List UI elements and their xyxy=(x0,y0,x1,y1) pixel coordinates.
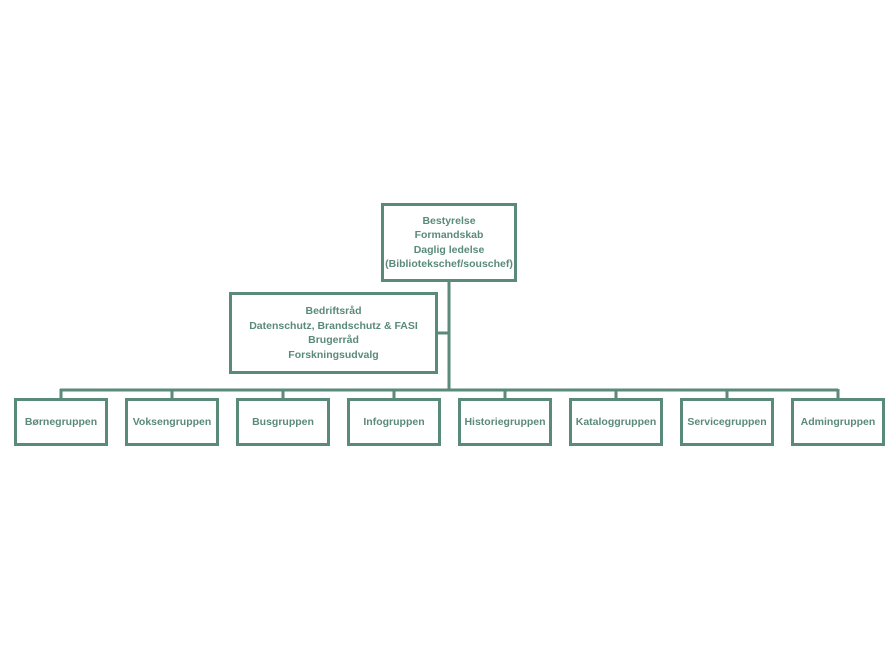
staff-box: Bedriftsråd Datenschutz, Brandschutz & F… xyxy=(229,292,438,374)
staff-line-user-council: Brugerråd xyxy=(308,334,359,346)
group-drop-lines xyxy=(59,389,840,399)
top-line-chair: Formandskab xyxy=(414,229,484,241)
group-box: Servicegruppen xyxy=(680,398,774,446)
top-line-management: Daglig ledelse xyxy=(413,243,485,256)
group-label: Busgruppen xyxy=(252,415,314,428)
group-label: Kataloggruppen xyxy=(575,415,657,428)
group-box: Kataloggruppen xyxy=(569,398,663,446)
group-label: Børnegruppen xyxy=(24,415,98,428)
top-line-chief: (Bibliotekschef/souschef) xyxy=(385,258,513,270)
staff-line-works-council: Bedriftsråd xyxy=(305,305,362,317)
group-box: Busgruppen xyxy=(236,398,330,446)
group-label: Voksengruppen xyxy=(132,415,212,428)
group-box: Infogruppen xyxy=(347,398,441,446)
group-box: Børnegruppen xyxy=(14,398,108,446)
staff-line-research: Forskningsudvalg xyxy=(288,348,379,361)
group-label: Infogruppen xyxy=(363,415,425,428)
group-label: Admingruppen xyxy=(800,415,876,428)
group-box: Historiegruppen xyxy=(458,398,552,446)
top-management-box: Bestyrelse Formandskab Daglig ledelse (B… xyxy=(381,203,517,282)
group-label: Historiegruppen xyxy=(464,415,546,428)
group-box: Voksengruppen xyxy=(125,398,219,446)
staff-line-safety: Datenschutz, Brandschutz & FASI xyxy=(249,319,418,332)
group-label: Servicegruppen xyxy=(687,415,767,428)
top-line-board: Bestyrelse xyxy=(422,214,476,227)
group-box: Admingruppen xyxy=(791,398,885,446)
